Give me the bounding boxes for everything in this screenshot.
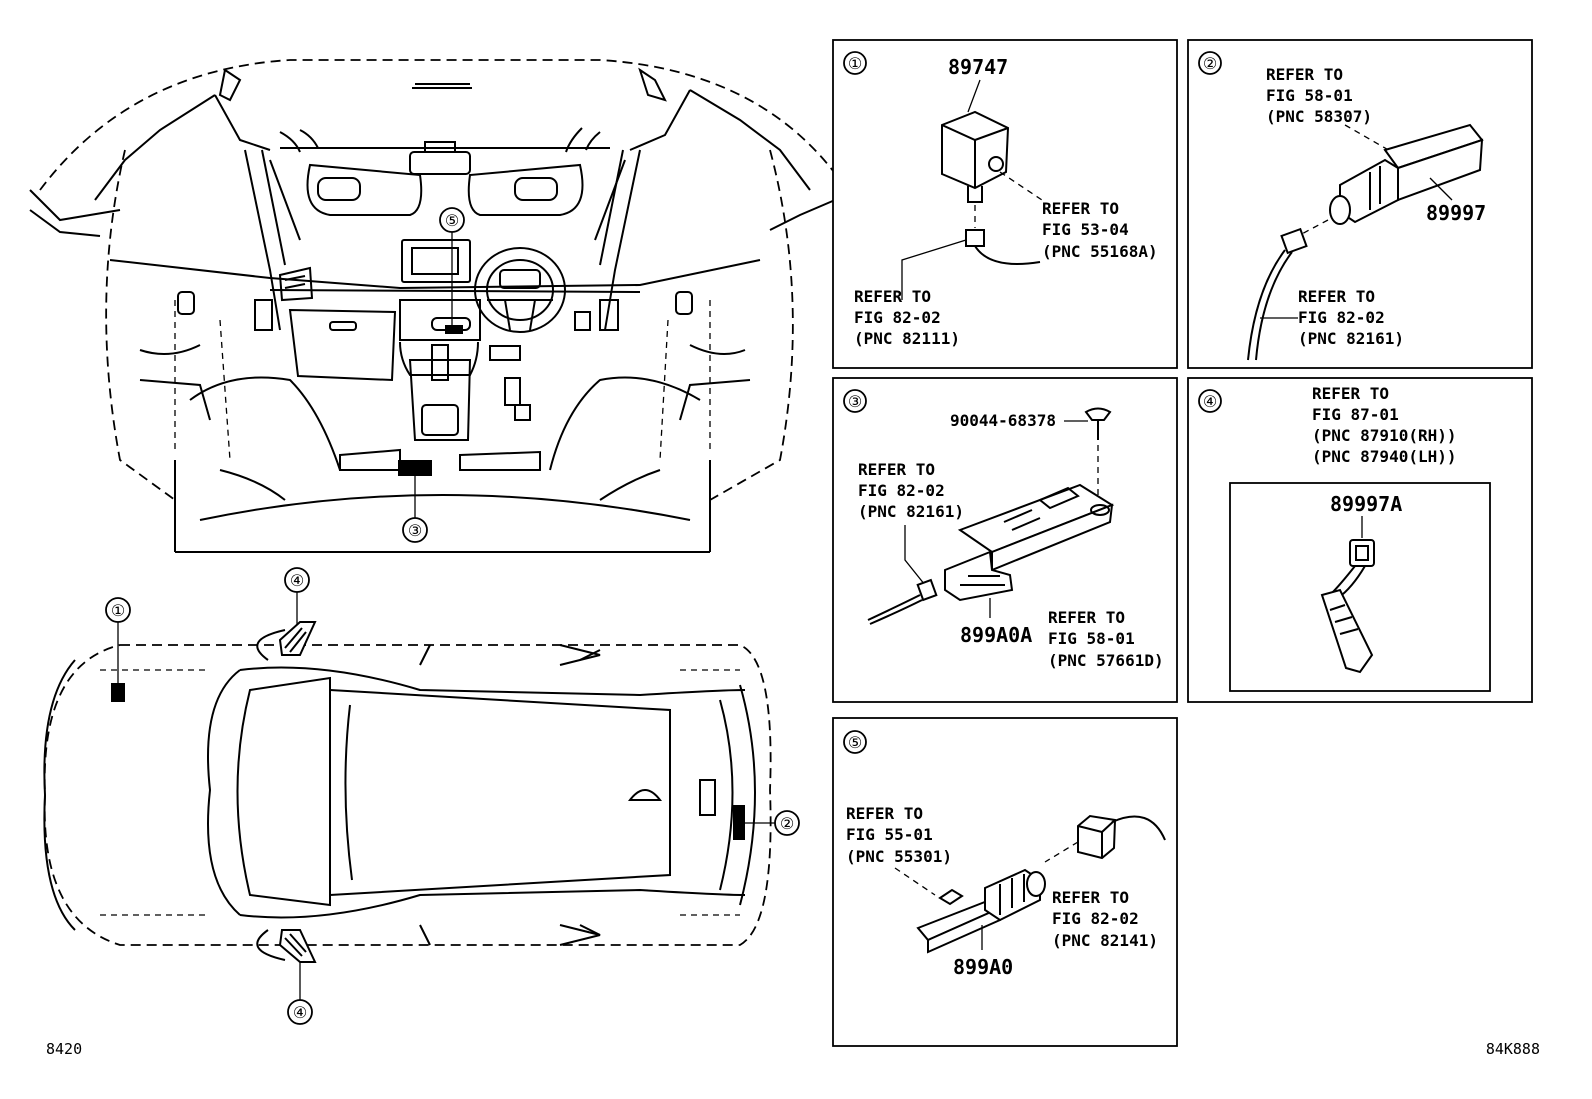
panel-1-part-number: 89747 <box>948 55 1008 79</box>
panel-3-ref-a-line-1: REFER TO <box>858 460 935 479</box>
panel-2-ref-a-line-3: (PNC 58307) <box>1266 107 1372 126</box>
location-marker-2 <box>733 805 745 840</box>
callout-4-lower: ④ <box>293 1003 307 1022</box>
panel-4-number: ④ <box>1203 392 1217 411</box>
callout-2: ② <box>780 814 794 833</box>
panel-2-number: ② <box>1203 54 1217 73</box>
callout-3: ③ <box>408 521 422 540</box>
panel-1-ref-a-line-1: REFER TO <box>1042 199 1119 218</box>
panel-3-ref-b-line-1: REFER TO <box>1048 608 1125 627</box>
car-top-view: ① ② ④ ④ <box>43 567 800 1025</box>
callout-5: ⑤ <box>445 211 459 230</box>
panel-2: ② REFER TO FIG 58-01 (PNC 58307) 89997 R… <box>1187 39 1533 369</box>
panel-3: ③ 90044-68378 REFER TO FIG 82-02 (PNC 82… <box>832 377 1178 703</box>
panel-1-ref-b-line-2: FIG 82-02 <box>854 308 941 327</box>
callout-4-upper: ④ <box>290 571 304 590</box>
panel-2-part-number: 89997 <box>1426 201 1486 225</box>
panel-5-ref-b-line-1: REFER TO <box>1052 888 1129 907</box>
panel-1: ① 89747 REFER TO FIG 53-04 (PNC 55168A) … <box>832 39 1178 369</box>
panel-3-ref-a-line-3: (PNC 82161) <box>858 502 964 521</box>
panel-5-ref-a-line-2: FIG 55-01 <box>846 825 933 844</box>
panel-1-ref-b-line-1: REFER TO <box>854 287 931 306</box>
panel-3-ref-b-line-3: (PNC 57661D) <box>1048 651 1164 670</box>
panel-4-ref-a-line-2: FIG 87-01 <box>1312 405 1399 424</box>
panel-4-ref-a-line-3: (PNC 87910(RH)) <box>1312 426 1457 445</box>
panel-4-ref-a-line-1: REFER TO <box>1312 384 1389 403</box>
panel-4-ref-a-line-4: (PNC 87940(LH)) <box>1312 447 1457 466</box>
panel-2-ref-b-line-3: (PNC 82161) <box>1298 329 1404 348</box>
panel-2-ref-a-line-1: REFER TO <box>1266 65 1343 84</box>
panel-5-ref-b-line-3: (PNC 82141) <box>1052 931 1158 950</box>
location-marker-1 <box>111 683 125 702</box>
panel-1-ref-a-line-3: (PNC 55168A) <box>1042 242 1158 261</box>
panel-2-ref-b-line-1: REFER TO <box>1298 287 1375 306</box>
panel-3-bolt-number: 90044-68378 <box>950 411 1056 430</box>
location-marker-5 <box>445 325 463 334</box>
figure-code-right: 84K888 <box>1486 1040 1540 1058</box>
interior-view: ⑤ ③ <box>29 59 841 553</box>
panel-4-part-number: 89997A <box>1330 492 1402 516</box>
panel-3-ref-b-line-2: FIG 58-01 <box>1048 629 1135 648</box>
panel-3-ref-a-line-2: FIG 82-02 <box>858 481 945 500</box>
figure-code-left: 8420 <box>46 1040 82 1058</box>
panel-5: ⑤ REFER TO FIG 55-01 (PNC 55301) 899A0 R… <box>832 717 1178 1047</box>
panel-1-ref-a-line-2: FIG 53-04 <box>1042 220 1129 239</box>
panel-5-part-number: 899A0 <box>953 955 1013 979</box>
panel-5-ref-b-line-2: FIG 82-02 <box>1052 909 1139 928</box>
panel-2-ref-a-line-2: FIG 58-01 <box>1266 86 1353 105</box>
panel-5-ref-a-line-3: (PNC 55301) <box>846 847 952 866</box>
callout-1: ① <box>111 601 125 620</box>
panel-5-number: ⑤ <box>848 733 862 752</box>
panel-1-number: ① <box>848 54 862 73</box>
panel-1-ref-b-line-3: (PNC 82111) <box>854 329 960 348</box>
panel-2-ref-b-line-2: FIG 82-02 <box>1298 308 1385 327</box>
panel-3-number: ③ <box>848 392 862 411</box>
panel-4: ④ REFER TO FIG 87-01 (PNC 87910(RH)) (PN… <box>1187 377 1533 703</box>
panel-3-part-number: 899A0A <box>960 623 1032 647</box>
panel-5-ref-a-line-1: REFER TO <box>846 804 923 823</box>
location-marker-3 <box>398 460 432 476</box>
